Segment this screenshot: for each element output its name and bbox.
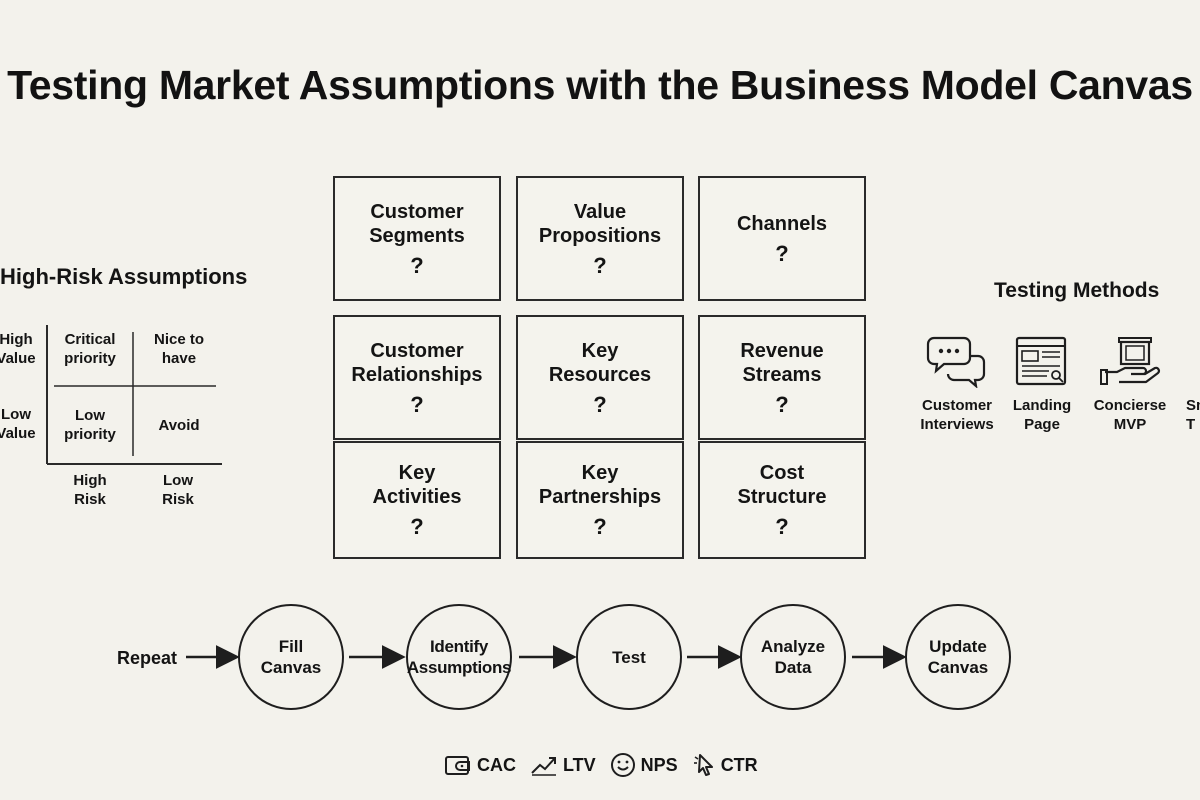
canvas-cell-key-partnerships: Key Partnerships ? bbox=[516, 441, 684, 559]
question-mark: ? bbox=[593, 514, 607, 539]
method-label: Customer Interviews bbox=[920, 397, 994, 433]
metric-label: LTV bbox=[563, 754, 596, 775]
cell-label: Channels bbox=[736, 212, 828, 235]
method-customer-interviews: Customer Interviews bbox=[914, 334, 1000, 434]
partial-icon bbox=[1184, 334, 1200, 388]
smiley-icon bbox=[610, 753, 635, 777]
question-mark: ? bbox=[775, 240, 789, 266]
browser-page-icon bbox=[1015, 336, 1067, 386]
question-mark: ? bbox=[593, 391, 607, 417]
step-label: Analyze Data bbox=[760, 637, 826, 677]
wallet-icon bbox=[445, 756, 470, 775]
canvas-cell-value-propositions: Value Propositions ? bbox=[516, 176, 684, 301]
canvas-cell-customer-relationships: Customer Relationships ? bbox=[333, 315, 501, 440]
question-mark: ? bbox=[410, 252, 424, 278]
page-title: Testing Market Assumptions with the Busi… bbox=[7, 62, 1193, 108]
question-mark: ? bbox=[593, 252, 607, 278]
quadrant-avoid: Avoid bbox=[158, 417, 200, 434]
cell-label: Cost Structure bbox=[737, 462, 827, 508]
method-label: Concierse MVP bbox=[1093, 397, 1167, 433]
step-label: Test bbox=[612, 647, 646, 667]
cell-label: Revenue Streams bbox=[740, 339, 824, 386]
step-analyze-data: Analyze Data bbox=[740, 604, 846, 710]
metrics-row: CAC LTV NPS CTR bbox=[444, 751, 758, 779]
canvas-cell-key-activities: Key Activities ? bbox=[333, 441, 501, 559]
cell-label: Key Activities bbox=[372, 462, 462, 508]
metric-cac: CAC bbox=[444, 753, 516, 777]
speech-bubbles-icon bbox=[926, 336, 986, 388]
quadrant-low-priority: Low priority bbox=[64, 407, 116, 443]
cell-label: Customer Relationships bbox=[351, 339, 483, 386]
process-arrows bbox=[186, 645, 907, 669]
question-mark: ? bbox=[410, 391, 424, 417]
canvas-cell-channels: Channels ? bbox=[698, 176, 866, 301]
cursor-click-icon bbox=[693, 754, 713, 776]
question-mark: ? bbox=[410, 514, 424, 539]
cell-label: Key Partnerships bbox=[538, 462, 662, 508]
method-concierge-mvp: Concierse MVP bbox=[1087, 334, 1173, 434]
repeat-label: Repeat bbox=[117, 648, 178, 668]
method-landing-page: Landing Page bbox=[999, 334, 1085, 434]
row-label-high-value: High Value bbox=[0, 331, 36, 367]
canvas-cell-key-resources: Key Resources ? bbox=[516, 315, 684, 440]
metric-ctr: CTR bbox=[692, 752, 758, 778]
method-label: Sm T bbox=[1186, 397, 1200, 433]
canvas-cell-cost-structure: Cost Structure ? bbox=[698, 441, 866, 559]
step-label: Update Canvas bbox=[927, 637, 989, 677]
col-label-high-risk: High Risk bbox=[73, 472, 107, 508]
metric-label: CTR bbox=[720, 754, 758, 775]
canvas-cell-revenue-streams: Revenue Streams ? bbox=[698, 315, 866, 440]
testing-methods-title: Testing Methods bbox=[994, 279, 1160, 302]
cell-label: Key Resources bbox=[548, 339, 652, 386]
cell-label: Value Propositions bbox=[538, 200, 662, 247]
question-mark: ? bbox=[775, 391, 789, 417]
step-update-canvas: Update Canvas bbox=[905, 604, 1011, 710]
col-label-low-risk: Low Risk bbox=[162, 472, 194, 508]
method-label: Landing Page bbox=[1012, 397, 1072, 433]
canvas-cell-customer-segments: Customer Segments ? bbox=[333, 176, 501, 301]
question-mark: ? bbox=[775, 514, 789, 539]
metric-label: CAC bbox=[477, 754, 516, 775]
hand-serving-icon bbox=[1100, 337, 1160, 385]
matrix-axes bbox=[46, 325, 222, 465]
metric-label: NPS bbox=[640, 754, 678, 775]
method-partial: Sm T bbox=[1178, 334, 1200, 434]
metric-nps: NPS bbox=[610, 752, 678, 778]
row-label-low-value: Low Value bbox=[0, 406, 36, 442]
step-fill-canvas: Fill Canvas bbox=[238, 604, 344, 710]
trend-line-icon bbox=[531, 757, 556, 776]
step-test: Test bbox=[576, 604, 682, 710]
step-label: Fill Canvas bbox=[260, 637, 322, 677]
step-label: Identify Assumptions bbox=[406, 637, 512, 677]
risk-value-matrix: High Value Low Value Critical priority N… bbox=[0, 320, 240, 520]
metric-ltv: LTV bbox=[530, 753, 596, 777]
step-identify-assumptions: Identify Assumptions bbox=[406, 604, 512, 710]
quadrant-critical-priority: Critical priority bbox=[64, 331, 116, 367]
matrix-title: High-Risk Assumptions bbox=[0, 264, 248, 289]
quadrant-nice-to-have: Nice to have bbox=[153, 331, 204, 367]
cell-label: Customer Segments bbox=[369, 200, 465, 247]
business-model-canvas: Customer Segments ? Value Propositions ?… bbox=[333, 176, 871, 559]
